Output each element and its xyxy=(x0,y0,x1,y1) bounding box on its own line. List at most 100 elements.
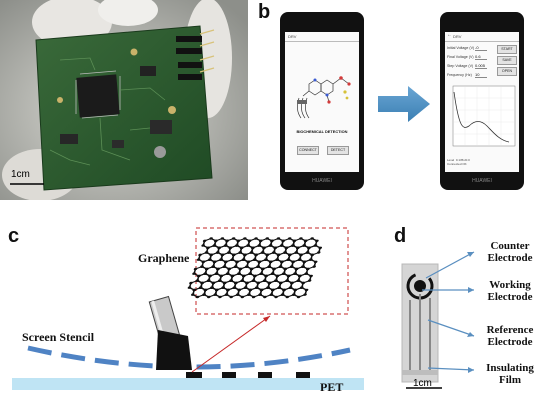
lattice-atom xyxy=(248,288,253,292)
phone-right: DRV ← Initial Voltage (V) -0 Final Volta… xyxy=(440,12,524,190)
lattice-atom xyxy=(293,288,298,292)
lattice-atom xyxy=(206,279,211,282)
lattice-atom xyxy=(254,286,259,289)
lattice-atom xyxy=(282,288,286,292)
save-button[interactable]: SAVE xyxy=(497,56,517,65)
lattice-atom xyxy=(247,239,252,243)
electrode-photo xyxy=(401,263,442,389)
lattice-atom xyxy=(288,286,293,289)
lattice-atom xyxy=(254,253,258,257)
lattice-atom xyxy=(249,267,254,271)
back-icon[interactable]: ← xyxy=(447,33,452,38)
lattice-atom xyxy=(258,239,263,243)
lattice-atom xyxy=(225,272,230,275)
counter-electrode-label: Counter Electrode xyxy=(487,240,533,264)
lattice-atom xyxy=(291,260,295,264)
open-button[interactable]: OPEN xyxy=(497,67,517,76)
lattice-atom xyxy=(268,244,273,247)
initial-voltage-input[interactable]: -0 xyxy=(475,45,487,51)
lattice-atom xyxy=(251,279,256,282)
lattice-atom xyxy=(206,246,210,250)
lattice-atom xyxy=(292,239,297,243)
lattice-atom xyxy=(304,288,309,292)
lattice-atom xyxy=(240,295,245,299)
lattice-atom xyxy=(211,281,216,285)
lattice-atom xyxy=(220,237,225,240)
lattice-atom xyxy=(226,288,230,292)
lattice-atom xyxy=(237,288,242,292)
lattice-atom xyxy=(222,281,227,285)
lattice-atom xyxy=(307,246,311,250)
electrode-arrows xyxy=(422,251,475,373)
lattice-atom xyxy=(230,274,235,278)
lattice-atom xyxy=(278,281,283,285)
lattice-atom xyxy=(290,281,294,285)
lattice-atom xyxy=(256,265,260,268)
lattice-atom xyxy=(285,279,289,282)
lattice-atom xyxy=(309,258,313,261)
screen-stencil-label: Screen Stencil xyxy=(22,330,95,344)
frequency-input[interactable]: 10 xyxy=(475,72,487,78)
lattice-atom xyxy=(306,267,310,271)
lattice-atom xyxy=(230,258,235,261)
lattice-atom xyxy=(235,293,240,296)
panel-b-letter: b xyxy=(258,1,271,23)
phone-right-screen: DRV ← Initial Voltage (V) -0 Final Volta… xyxy=(445,32,519,172)
lattice-atom xyxy=(253,274,257,278)
lattice-atom xyxy=(267,265,272,268)
lattice-atom xyxy=(207,295,211,299)
lattice-atom xyxy=(274,295,278,299)
lattice-atom xyxy=(198,286,203,289)
insulating-film-label: Insulating Film xyxy=(486,362,534,386)
start-button[interactable]: START xyxy=(497,45,517,54)
connect-button[interactable]: CONNECT xyxy=(297,146,319,155)
phone-left-banner: BIOCHEMICAL DETECTION xyxy=(296,129,348,134)
printed-deposits xyxy=(186,372,310,378)
step-voltage-input[interactable]: 0.005 xyxy=(475,63,487,69)
detect-button[interactable]: DETECT xyxy=(327,146,349,155)
lattice-atom xyxy=(268,260,273,264)
lattice-atom xyxy=(195,295,200,299)
lattice-atom xyxy=(234,281,238,285)
lattice-atom xyxy=(296,279,301,282)
lattice-atom xyxy=(202,239,207,243)
lattice-atom xyxy=(231,237,236,240)
lattice-atom xyxy=(214,272,219,275)
lattice-atom xyxy=(235,244,239,247)
lattice-atom xyxy=(279,244,284,247)
final-voltage-input[interactable]: 0.6 xyxy=(475,54,487,60)
lattice-atom xyxy=(256,281,261,285)
lattice-atom xyxy=(291,244,295,247)
lattice-atom xyxy=(318,246,323,250)
lattice-atom xyxy=(214,239,218,243)
lattice-atom xyxy=(215,251,220,254)
lattice-atom xyxy=(262,279,267,282)
lattice-atom xyxy=(196,258,201,261)
lattice-atom xyxy=(224,260,228,264)
lattice-atom xyxy=(204,251,209,254)
phone-right-footer: Level 0.135v/0.0 Connected OK xyxy=(447,158,470,166)
lattice-atom xyxy=(301,265,305,268)
lattice-atom xyxy=(220,253,225,257)
lattice-atom xyxy=(248,272,252,275)
lattice-atom xyxy=(278,265,283,268)
lattice-atom xyxy=(217,246,221,250)
lattice-atom xyxy=(247,293,251,296)
lattice-atom xyxy=(315,239,319,243)
lattice-atom xyxy=(310,237,314,240)
lattice-atom xyxy=(246,244,250,247)
lattice-atom xyxy=(211,265,215,268)
lattice-atom xyxy=(276,237,281,240)
lattice-atom xyxy=(274,279,278,282)
lattice-atom xyxy=(241,258,246,261)
lattice-atom xyxy=(266,286,270,289)
lattice-atom xyxy=(238,267,243,271)
initial-voltage-label: Initial Voltage (V) xyxy=(447,46,475,50)
phone-left-screen: DRV BIOCHEMICAL DETECTION CONNECT DETECT xyxy=(285,32,359,172)
lattice-atom xyxy=(264,274,268,278)
lattice-atom xyxy=(263,295,267,299)
lattice-atom xyxy=(292,293,296,296)
lattice-atom xyxy=(192,272,196,275)
lattice-atom xyxy=(214,288,219,292)
lattice-atom xyxy=(210,286,214,289)
